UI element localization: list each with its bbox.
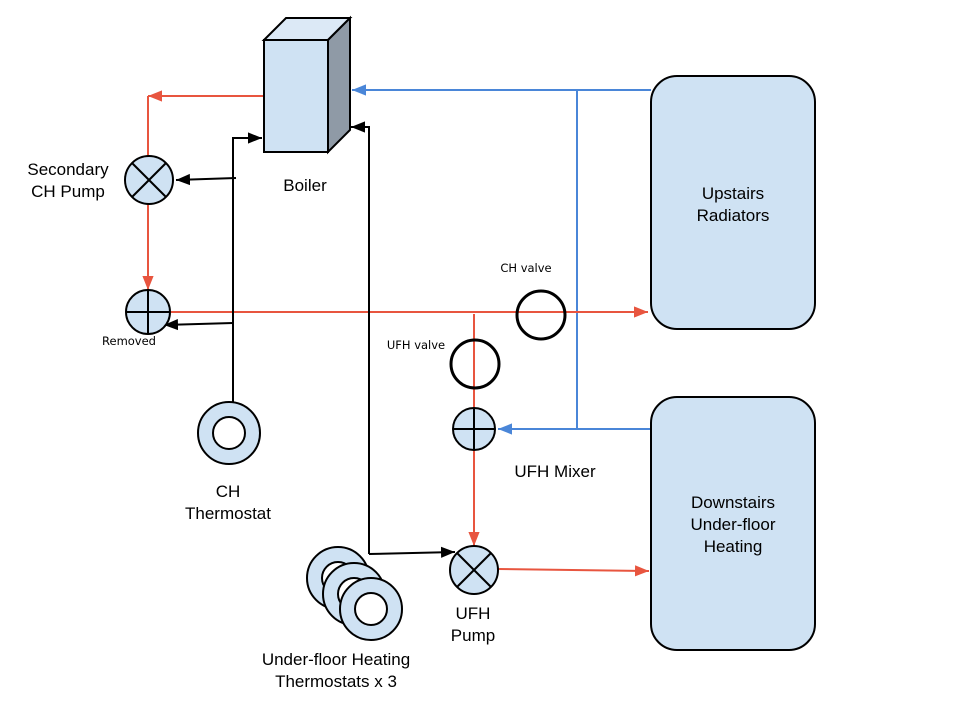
ufh-thermostat-wire-to-pump [368,546,456,558]
ch-valve-label: CH valve [500,261,551,275]
ufh-thermostats-label-line2: Thermostats x 3 [275,672,397,691]
ch-thermostat-label-line2: Thermostat [185,504,271,523]
flow-pipe-to-downstairs [497,565,650,577]
return-pipework [352,84,651,435]
boiler-front [263,39,329,153]
ch-thermostat-wire-to-pump [175,173,237,186]
removed-valve-icon [125,289,171,335]
ufh-valve-label: UFH valve [387,338,445,352]
ufh-pump-icon [449,545,499,595]
secondary-pump-label-line2: CH Pump [31,182,105,201]
secondary-pump-label-line1: Secondary [27,160,109,179]
ufh-pump-label-line1: UFH [456,604,491,623]
ufh-thermostats-label-line1: Under-floor Heating [262,650,410,669]
downstairs-label-line3: Heating [704,537,763,556]
ufh-thermostat-wire-to-boiler [351,121,370,554]
downstairs-label-line2: Under-floor [690,515,775,534]
ch-thermostat-icon [197,401,261,465]
boiler-label: Boiler [283,176,327,195]
downstairs-ufh-box [650,396,816,651]
upstairs-radiators-box [650,75,816,330]
ufh-mixer-label: UFH Mixer [514,462,596,481]
ch-valve-icon [515,289,567,341]
flow-pipework [142,90,650,577]
ufh-thermostats-icon [306,546,403,641]
downstairs-label-line1: Downstairs [691,493,775,512]
ufh-thermostat-3 [339,577,403,641]
upstairs-label-line1: Upstairs [702,184,764,203]
secondary-pump-icon [124,155,174,205]
ch-thermostat-wire-to-boiler [232,132,262,402]
ch-thermostat-label-line1: CH [216,482,241,501]
ch-thermostat-wire-to-removed [163,318,234,331]
control-wiring [163,121,456,558]
removed-label: Removed [102,334,156,348]
boiler [261,15,353,155]
boiler-side [327,15,351,155]
upstairs-label-line2: Radiators [697,206,770,225]
ufh-pump-label-line2: Pump [451,626,495,645]
ufh-mixer-icon [452,407,496,451]
ufh-valve-icon [449,338,501,390]
